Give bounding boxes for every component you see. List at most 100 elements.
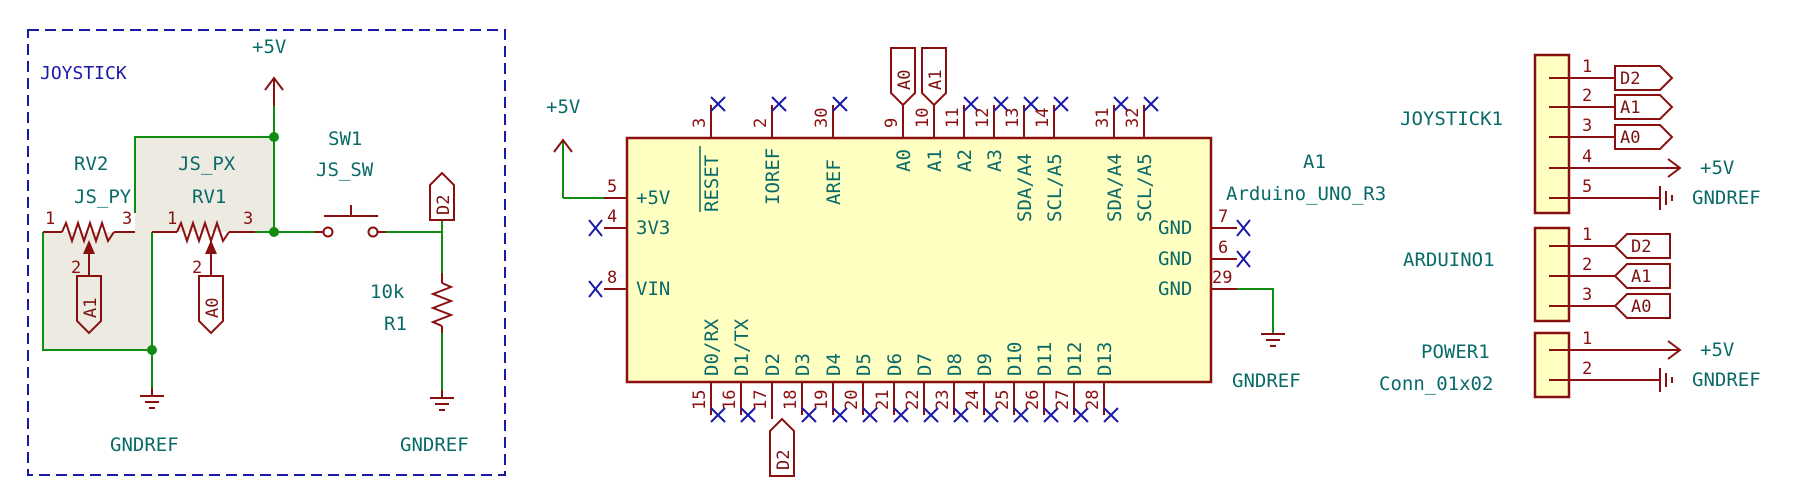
rv2-ref: RV2	[74, 153, 108, 175]
arduino-pin-num: 30	[812, 108, 832, 128]
connector-net-label: D2	[1620, 69, 1640, 89]
power1-body	[1533, 331, 1571, 399]
rv1-potentiometer[interactable]: JS_PX RV1 1 2 3	[152, 153, 255, 278]
arduino-pin-name: SCL/A5	[1134, 153, 1156, 222]
no-connect-icon	[893, 407, 909, 423]
arduino-bottom-pin: 27 D12	[1053, 342, 1089, 423]
power1-value: Conn_01x02	[1379, 373, 1493, 395]
arduino-pin-name: D5	[853, 353, 875, 376]
arduino-bottom-pin: 17 D2	[751, 353, 784, 415]
arduino-pin-num: 29	[1212, 268, 1232, 288]
joystick1-pin: 4+5V	[1549, 147, 1734, 179]
connector-net-label: A0	[1620, 128, 1640, 148]
arduino-pin-name: D1/TX	[731, 318, 753, 376]
connector-net-label: A1	[1631, 267, 1651, 287]
arduino-pin-num: 14	[1033, 108, 1053, 128]
arduino-pin-name: +5V	[636, 187, 670, 209]
no-connect-icon	[1143, 96, 1159, 112]
arduino-pin-num: 22	[903, 390, 923, 410]
arduino-pin-num: 17	[751, 390, 771, 410]
no-connect-icon	[588, 219, 603, 237]
arduino-pin-num: 8	[607, 268, 617, 288]
gnd-symbol-right: GNDREF	[400, 390, 469, 456]
no-connect-icon	[1053, 96, 1069, 112]
arduino1-ref: ARDUINO1	[1403, 249, 1495, 271]
rv1-pin3: 3	[243, 209, 253, 229]
rv2-potentiometer[interactable]: RV2 JS_PY 1 2 3	[43, 153, 135, 278]
arduino-bottom-pins: 15D0/RX16D1/TX17D218D319D420D521D622D723…	[690, 318, 1119, 423]
arduino-left-pins: 5 4 8 +5V 3V3 VIN	[588, 177, 670, 300]
arduino-pin-num: 27	[1053, 390, 1073, 410]
vcc-symbol: +5V	[252, 36, 286, 106]
arduino-pin-name: 3V3	[636, 217, 670, 239]
arduino-pin-num: 21	[873, 390, 893, 410]
connector-pin-num: 2	[1582, 359, 1592, 379]
gnd-right-label: GNDREF	[400, 434, 469, 456]
arduino-pin-name: D12	[1064, 342, 1086, 376]
arduino-pin-num: 32	[1123, 108, 1143, 128]
no-connect-icon	[862, 407, 878, 423]
no-connect-icon	[710, 96, 726, 112]
no-connect-icon	[1113, 96, 1129, 112]
arduino-pin-num: 24	[963, 390, 983, 410]
joystick-frame	[27, 29, 506, 476]
r1-resistor[interactable]: 10k R1	[370, 273, 454, 335]
arduino-value: Arduino_UNO_R3	[1226, 183, 1386, 205]
arduino-pin-name: VIN	[636, 278, 670, 300]
connector-pin-num: 1	[1582, 329, 1592, 349]
net-label-a0: A0	[198, 275, 224, 335]
rv1-pin1: 1	[167, 209, 177, 229]
connector-power-label: +5V	[1700, 157, 1734, 179]
arduino-pin-name: D13	[1094, 342, 1116, 376]
connector-pin-num: 3	[1582, 285, 1592, 305]
arduino-pin-name: A2	[954, 149, 976, 172]
arduino-pin-num: 4	[607, 207, 617, 227]
connector-pin-num: 1	[1582, 225, 1592, 245]
no-connect-icon	[801, 407, 817, 423]
arduino-symbol[interactable]: +5V A1 Arduino_UNO_R3 5 4 8 +5V 3V3 VIN …	[546, 47, 1386, 477]
arduino-pin-name: SDA/A4	[1014, 153, 1036, 222]
arduino-bottom-pin: 20 D5	[842, 353, 878, 423]
no-connect-icon	[1236, 250, 1251, 268]
sw1-switch[interactable]: SW1 JS_SW	[314, 128, 386, 238]
arduino-pin-name: D2	[762, 353, 784, 376]
arduino-pin-name: D10	[1004, 342, 1026, 376]
no-connect-icon	[923, 407, 939, 423]
net-label-a1: A1	[76, 275, 102, 335]
arduino-pin-num: 25	[993, 390, 1013, 410]
rv2-value: JS_PY	[74, 186, 132, 208]
connector-net-label: A1	[1620, 98, 1640, 118]
no-connect-icon	[1236, 219, 1251, 237]
no-connect-icon	[1103, 407, 1119, 423]
no-connect-icon	[771, 96, 787, 112]
arduino-pin-name: GND	[1158, 217, 1192, 239]
connector-pin-num: 2	[1582, 86, 1592, 106]
r1-ref: R1	[384, 313, 407, 335]
arduino-pin-num: 10	[913, 108, 933, 128]
rv1-ref: RV1	[192, 186, 226, 208]
arduino-pin-name: A1	[924, 149, 946, 172]
no-connect-icon	[832, 407, 848, 423]
arduino-pin-num: 20	[842, 390, 862, 410]
arduino-right-pins: 7 6 29 GND GND GND GNDREF	[1158, 207, 1301, 392]
junction-dot	[269, 227, 279, 237]
joystick1-ref: JOYSTICK1	[1400, 108, 1503, 130]
arduino-pin-name: IOREF	[762, 148, 784, 205]
arduino-pin-num: 19	[812, 390, 832, 410]
